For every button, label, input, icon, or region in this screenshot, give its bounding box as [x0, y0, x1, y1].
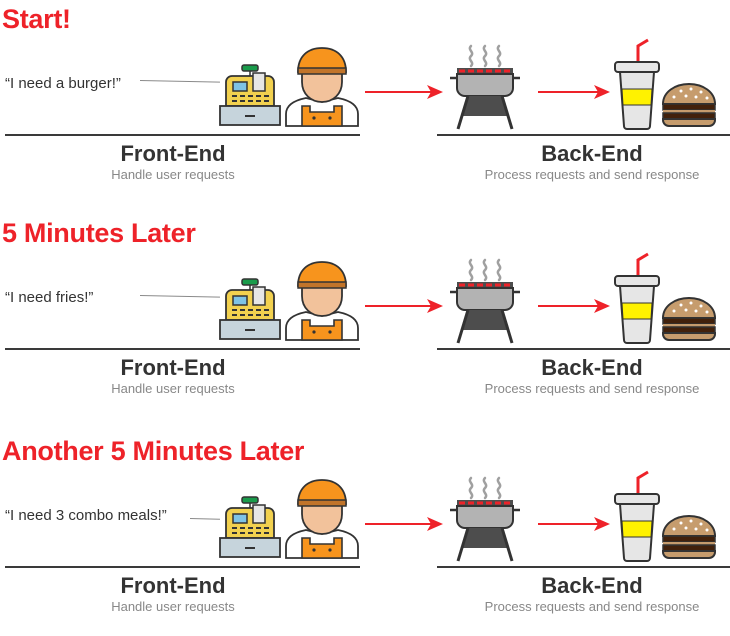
front-end-description: Handle user requests — [111, 167, 235, 182]
front-end-label: Front-End — [120, 355, 226, 380]
back-end-description: Process requests and send response — [484, 381, 700, 396]
front-end-baseline — [5, 134, 360, 136]
cash-register-icon — [219, 496, 281, 558]
grill-icon — [450, 44, 520, 130]
back-end-label: Back-End — [541, 141, 643, 166]
quote-leader-line — [139, 295, 220, 298]
scene-3: Another 5 Minutes Later “I need 3 combo … — [0, 436, 730, 636]
back-end-description: Process requests and send response — [484, 167, 700, 182]
cashier-icon — [285, 47, 359, 127]
burger-icon — [661, 296, 717, 341]
soda-cup-icon — [614, 252, 660, 344]
quote-leader-line — [139, 80, 220, 83]
scene-title: Start! — [2, 4, 71, 34]
scene-1: Start! “I need a burger!” — [0, 4, 730, 204]
back-end-baseline — [437, 348, 730, 350]
customer-quote: “I need fries!” — [5, 289, 94, 306]
front-end-baseline — [5, 566, 360, 568]
cash-register-icon — [219, 64, 281, 126]
grill-icon — [450, 476, 520, 562]
front-end-description: Handle user requests — [111, 381, 235, 396]
front-end-label: Front-End — [120, 141, 226, 166]
front-end-label: Front-End — [120, 573, 226, 598]
scene-title: 5 Minutes Later — [2, 218, 196, 248]
arrow-right-icon — [365, 85, 443, 99]
cashier-icon — [285, 261, 359, 341]
back-end-label: Back-End — [541, 573, 643, 598]
cash-register-icon — [219, 278, 281, 340]
arrow-right-icon — [538, 517, 610, 531]
arrow-right-icon — [538, 299, 610, 313]
soda-cup-icon — [614, 38, 660, 130]
scene-title: Another 5 Minutes Later — [2, 436, 305, 466]
cashier-icon — [285, 479, 359, 559]
arrow-right-icon — [538, 85, 610, 99]
burger-icon — [661, 514, 717, 559]
scene-2: 5 Minutes Later “I need fries!” — [0, 218, 730, 418]
soda-cup-icon — [614, 470, 660, 562]
back-end-label: Back-End — [541, 355, 643, 380]
back-end-baseline — [437, 566, 730, 568]
arrow-right-icon — [365, 517, 443, 531]
front-end-baseline — [5, 348, 360, 350]
customer-quote: “I need 3 combo meals!” — [5, 507, 167, 524]
front-end-description: Handle user requests — [111, 599, 235, 614]
back-end-baseline — [437, 134, 730, 136]
grill-icon — [450, 258, 520, 344]
arrow-right-icon — [365, 299, 443, 313]
back-end-description: Process requests and send response — [484, 599, 700, 614]
quote-leader-line — [189, 518, 221, 520]
customer-quote: “I need a burger!” — [5, 75, 121, 92]
burger-icon — [661, 82, 717, 127]
